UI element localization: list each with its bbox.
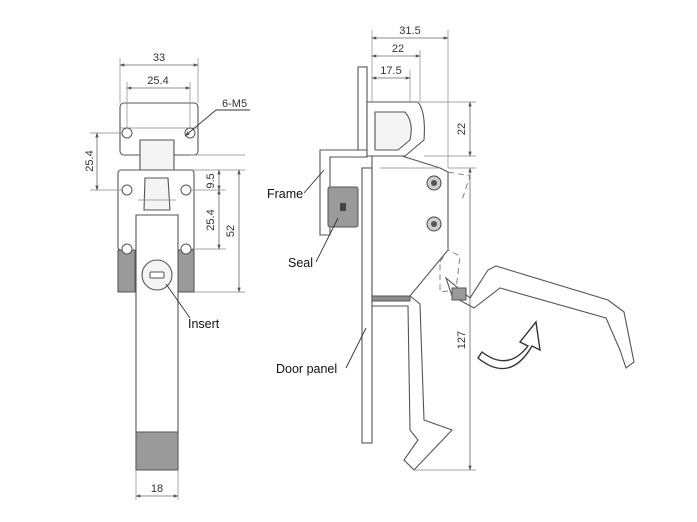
mount-hole-1 [121,127,133,139]
side-handle [371,295,453,471]
dim-handle-length: 127 [456,331,468,349]
mount-hole-6 [180,243,192,255]
handle-open-position [444,265,635,369]
dim-thread-label: 6-M5 [222,98,247,110]
open-latch-block [451,287,467,301]
open-ghost-top [447,171,471,201]
label-seal: Seal [288,256,313,270]
linkage [143,177,171,211]
open-linkage-dashed [439,249,461,293]
side-view: 31.5 22 17.5 22 127 Frame Seal Door pane… [267,25,635,471]
dim-offset-small: 9.5 [205,173,217,188]
dim-hole-spacing-left: 25.4 [84,150,96,171]
dim-overall-width: 33 [153,52,165,64]
side-top-inner [374,111,412,151]
dim-handle-width: 18 [151,483,163,495]
label-insert: Insert [188,317,220,331]
label-frame: Frame [267,187,303,201]
front-view: 33 25.4 6-M5 25.4 9.5 25.4 52 Insert [84,52,250,500]
dim-height-22: 22 [456,123,468,135]
handle-grip [135,431,179,471]
handle-hinge-strip [371,295,411,302]
dim-height: 52 [225,225,237,237]
rotation-arrow-icon [477,320,541,370]
seal-slot [340,203,346,211]
mount-hole-2 [184,127,196,139]
housing-gray-right [177,249,195,293]
dim-depth-overall: 31.5 [399,25,420,37]
frame-upright [357,66,368,158]
insert-slot [149,271,165,279]
mount-hole-5 [121,243,133,255]
door-panel [361,167,373,444]
dim-depth-17-5: 17.5 [380,65,401,77]
dim-hole-spacing-width: 25.4 [147,75,168,87]
dim-hole-spacing-right: 25.4 [205,209,217,230]
mount-hole-4 [180,184,192,196]
mount-hole-3 [121,184,133,196]
dim-depth-22: 22 [392,43,404,55]
label-door-panel: Door panel [276,362,337,376]
housing-gray-left [117,249,136,293]
